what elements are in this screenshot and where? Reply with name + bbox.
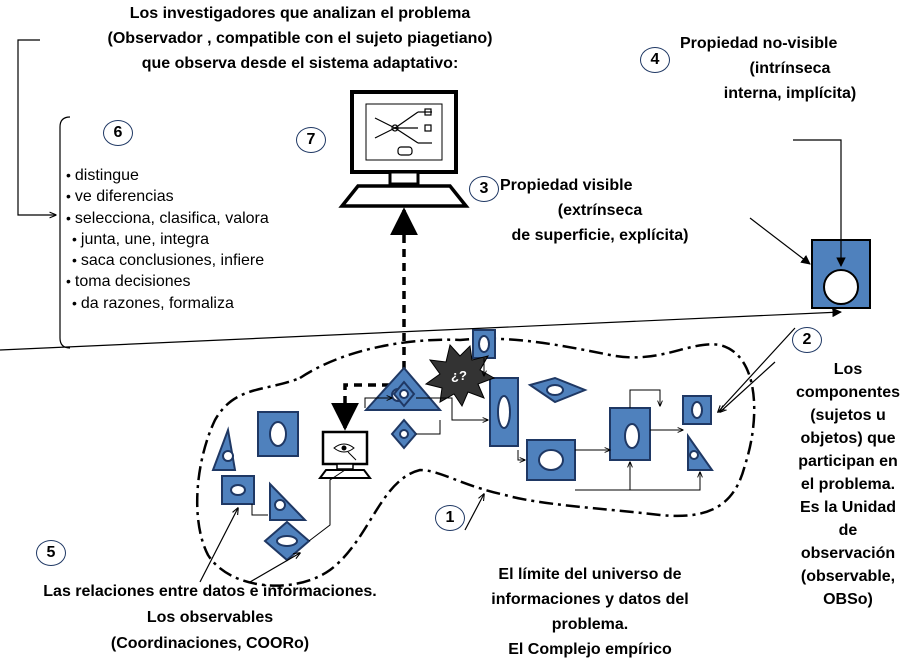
components-line: Los <box>833 361 863 378</box>
inner-computer <box>318 430 372 479</box>
marker-4: 4 <box>640 47 670 73</box>
limit-line-1: El límite del universo de <box>498 566 682 583</box>
marker-5: 5 <box>36 540 66 566</box>
list-item: saca conclusiones, infiere <box>66 250 269 271</box>
components-line: objetos) que <box>800 430 896 447</box>
list-item: distingue <box>66 165 269 186</box>
components-line: OBSo) <box>823 591 873 608</box>
components-line: Es la Unidad <box>799 499 897 516</box>
relations-line-2: Los observables <box>146 609 274 626</box>
nonvisible-property-line-2: (intrínseca <box>749 60 831 77</box>
triangle-component <box>211 426 237 471</box>
relations-line-1: Las relaciones entre datos e informacion… <box>43 583 377 600</box>
marker-2: 2 <box>792 327 822 353</box>
limit-line-2: informaciones y datos del <box>491 591 689 608</box>
list-item: selecciona, clasifica, valora <box>66 208 269 229</box>
components-line: de <box>838 522 858 539</box>
components-line: (observable, <box>800 568 896 585</box>
header-line-1: Los investigadores que analizan el probl… <box>129 5 471 22</box>
components-description: Los componentes (sujetos u objetos) que … <box>790 360 906 610</box>
unknown-burst <box>424 343 496 408</box>
marker-6: 6 <box>103 120 133 146</box>
square-component <box>257 411 299 457</box>
list-item: junta, une, integra <box>66 229 269 250</box>
relation-lines <box>251 358 700 542</box>
visible-property-title: Propiedad visible <box>500 177 633 194</box>
components-line: (sujetos u <box>810 407 886 424</box>
limit-line-3: problema. <box>551 616 629 633</box>
components-line: participan en <box>798 453 898 470</box>
header-line-3: que observa desde el sistema adaptativo: <box>141 55 459 72</box>
list-item: ve diferencias <box>66 186 269 207</box>
components-line: observación <box>800 545 896 562</box>
relations-line-3: (Coordinaciones, COORo) <box>110 635 310 652</box>
marker-3: 3 <box>469 176 499 202</box>
observer-actions-list: distingue ve diferencias selecciona, cla… <box>66 165 269 314</box>
components-line: componentes <box>795 384 900 401</box>
list-item: da razones, formaliza <box>66 293 269 314</box>
list-item: toma decisiones <box>66 271 269 292</box>
network-schema-icon <box>374 108 432 156</box>
nonvisible-property-title: Propiedad no-visible <box>680 35 838 52</box>
marker-7: 7 <box>296 127 326 153</box>
observer-computer <box>338 90 470 208</box>
observer-bracket <box>17 39 71 349</box>
visible-property-line-2: (extrínseca <box>557 202 643 219</box>
empirical-complex-boundary <box>195 337 756 587</box>
nonvisible-property-line-3: interna, implícita) <box>723 85 857 102</box>
limit-line-4: El Complejo empírico <box>508 641 672 658</box>
callout-arrows <box>0 139 846 583</box>
visible-property-line-3: de superficie, explícita) <box>511 227 689 244</box>
marker-1: 1 <box>435 505 465 531</box>
header-line-2: (Observador , compatible con el sujeto p… <box>107 30 493 47</box>
observation-dashed-link <box>331 383 404 431</box>
unknown-label: ¿? <box>451 368 467 383</box>
components-line: el problema. <box>800 476 896 493</box>
components <box>211 329 714 562</box>
